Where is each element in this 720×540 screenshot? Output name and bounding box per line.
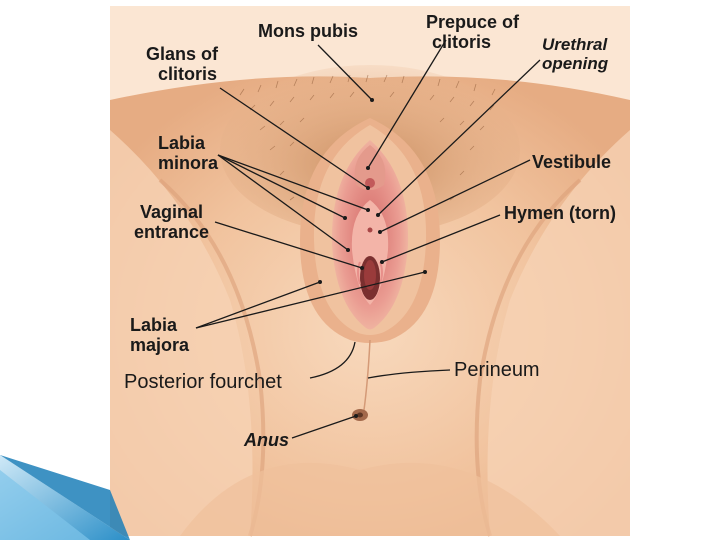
label-labia-minora-line2: minora: [158, 153, 219, 173]
label-glans-line2: clitoris: [158, 64, 217, 84]
label-mons-pubis: Mons pubis: [258, 21, 358, 41]
label-glans-line1: Glans of: [146, 44, 219, 64]
label-urethral-line2: opening: [542, 54, 609, 73]
leader-dots: [318, 98, 427, 418]
label-labia-minora-line1: Labia: [158, 133, 206, 153]
label-vestibule: Vestibule: [532, 152, 611, 172]
labels: Mons pubis Prepuce of clitoris Urethral …: [124, 12, 616, 450]
label-labia-majora-line2: majora: [130, 335, 190, 355]
label-posterior-fourchet: Posterior fourchet: [124, 371, 282, 393]
label-prepuce-line1: Prepuce of: [426, 12, 520, 32]
label-hymen: Hymen (torn): [504, 203, 616, 223]
label-anus: Anus: [243, 430, 289, 450]
label-vaginal-line1: Vaginal: [140, 202, 203, 222]
slide-corner-decoration: [0, 455, 130, 540]
leader-lines: [195, 39, 541, 439]
label-labia-majora-line1: Labia: [130, 315, 178, 335]
label-perineum: Perineum: [454, 359, 540, 381]
label-prepuce-line2: clitoris: [432, 32, 491, 52]
label-urethral-line1: Urethral: [542, 35, 608, 54]
label-vaginal-line2: entrance: [134, 222, 209, 242]
illustration: [110, 6, 630, 537]
